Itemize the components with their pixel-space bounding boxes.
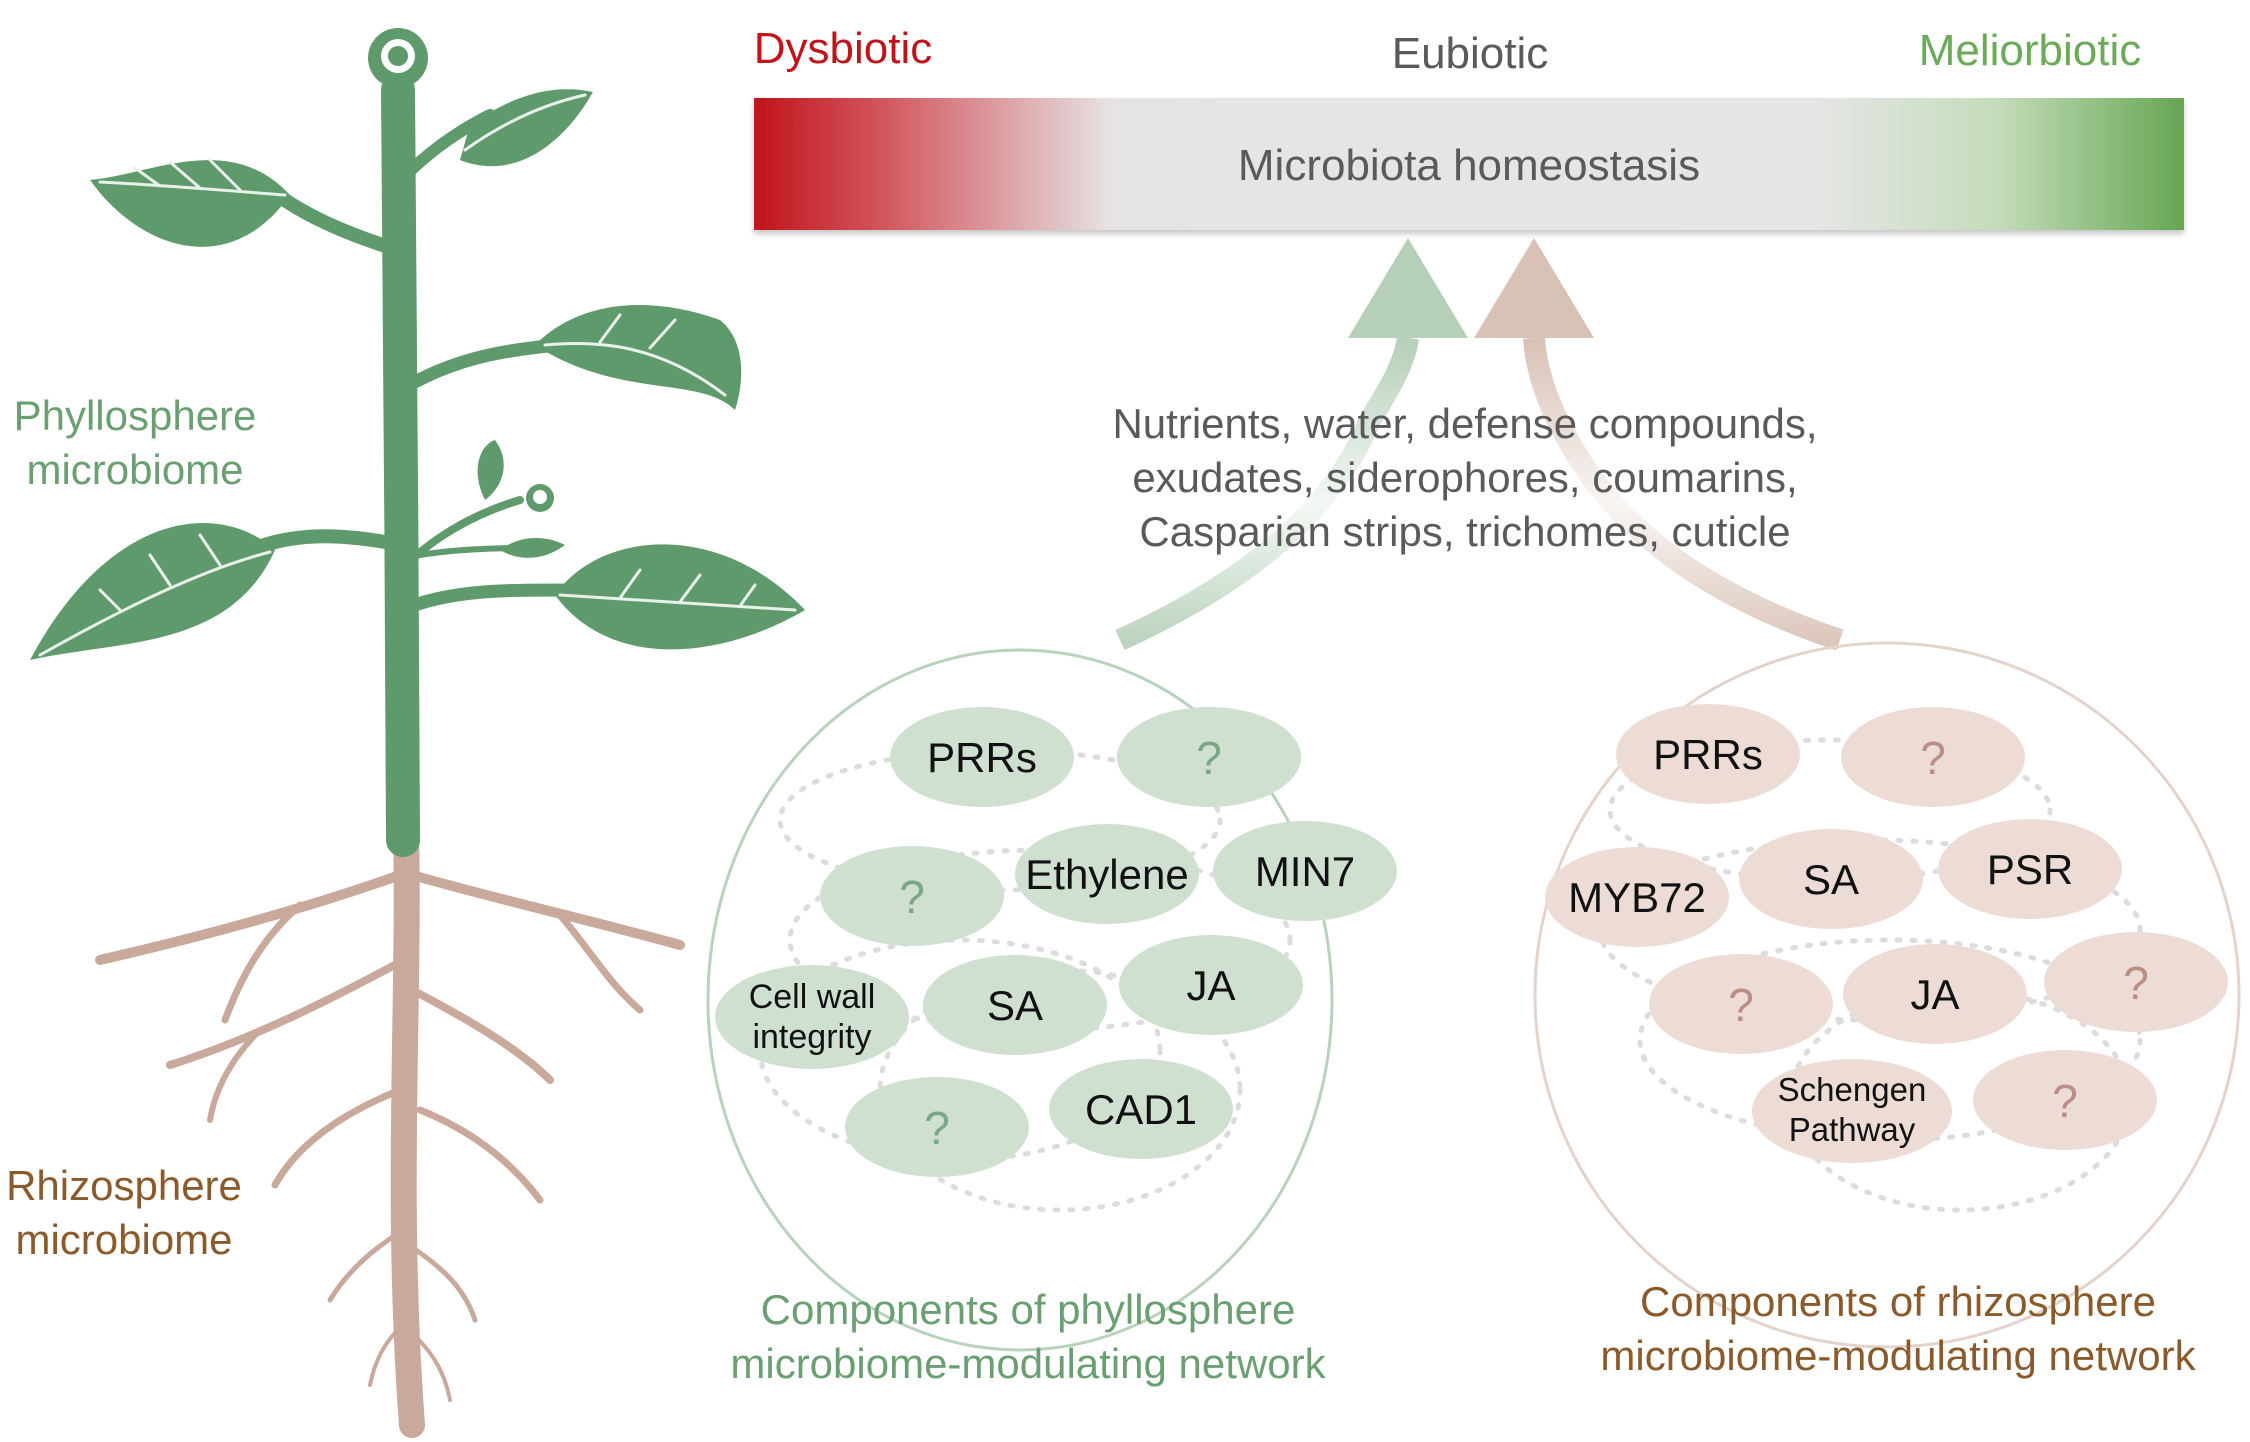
rhizo-label-myb72: MYB72 [1568,874,1706,921]
homeostasis-bar-label: Microbiota homeostasis [1238,141,1700,190]
phyllosphere-label-line1: Phyllosphere [14,392,257,439]
rhizo-node-ja [1843,944,2027,1044]
plant-bud-icon [368,23,428,88]
phyllo-node-ethylene [1015,824,1199,924]
phyllosphere-network: PRRs ? ? Ethylene MIN7 Cell wall integri… [706,648,1397,1352]
rhizo-label-prrs: PRRs [1653,731,1763,778]
rhizosphere-network: PRRs ? MYB72 SA PSR ? JA ? Schengen Path… [1533,641,2241,1349]
rhizo-label-schengen-line2: Pathway [1789,1111,1916,1148]
rhizo-node-q4 [1973,1050,2157,1150]
leaf-upper-left [90,160,290,247]
phyllo-node-cellwall [715,965,909,1069]
rhizo-label-q2: ? [1728,979,1754,1031]
factors-line2: exudates, siderophores, coumarins, [1132,454,1797,501]
plant-leaves [30,89,805,660]
rhizo-label-q4: ? [2052,1075,2078,1127]
rhizo-label-q3: ? [2123,957,2149,1009]
rhizosphere-caption-line1: Components of rhizosphere [1640,1278,2156,1325]
meliorbiotic-label: Meliorbiotic [1919,26,2142,75]
phyllo-label-min7: MIN7 [1255,848,1355,895]
phyllosphere-arrow [1115,238,1468,651]
phyllosphere-label-line2: microbiome [26,446,243,493]
leaf-lower-right [555,544,805,650]
leaf-top-right [460,89,593,167]
plant-stem [243,73,577,857]
rhizo-node-q3 [2044,932,2228,1032]
rhizosphere-network-boundary [1533,641,2241,1349]
eubiotic-label: Eubiotic [1392,29,1549,78]
phyllo-node-cad1 [1049,1059,1233,1159]
rhizo-label-schengen-line1: Schengen [1778,1071,1927,1108]
phyllo-label-cellwall-line1: Cell wall [749,978,876,1016]
rhizosphere-nodes [1545,704,2228,1163]
phyllo-label-cad1: CAD1 [1085,1086,1197,1133]
dysbiotic-label: Dysbiotic [754,24,933,73]
factors-line3: Casparian strips, trichomes, cuticle [1139,508,1790,555]
phyllo-label-sa: SA [987,982,1043,1029]
rhizo-label-sa: SA [1803,856,1859,903]
phyllo-node-sa [923,955,1107,1055]
rhizo-label-psr: PSR [1987,846,2073,893]
phyllosphere-caption-line1: Components of phyllosphere [761,1286,1296,1333]
phyllo-label-q1: ? [1196,732,1222,784]
leaf-middle-right [535,305,742,410]
rhizo-node-psr [1938,819,2122,919]
rhizo-node-schengen [1752,1059,1952,1163]
rhizo-node-prrs [1616,704,1800,804]
rhizosphere-label-line1: Rhizosphere [6,1162,242,1209]
phyllo-label-ja: JA [1186,962,1235,1009]
rhizosphere-node-labels: PRRs ? MYB72 SA PSR ? JA ? Schengen Path… [1568,731,2149,1148]
homeostasis-bar [754,98,2184,230]
phyllosphere-network-boundary [706,648,1334,1352]
phyllo-node-min7 [1213,821,1397,921]
phyllosphere-caption-line2: microbiome-modulating network [730,1340,1326,1387]
rhizo-node-myb72 [1545,847,1729,947]
rhizo-node-q1 [1841,707,2025,807]
rhizo-node-sa [1739,829,1923,929]
phyllo-node-prrs [890,707,1074,807]
phyllo-label-q2: ? [899,871,925,923]
rhizo-label-ja: JA [1910,971,1959,1018]
leaf-small-bud [477,440,504,500]
factors-line1: Nutrients, water, defense compounds, [1112,400,1817,447]
plant-roots [95,817,685,1438]
plant-leaf-veins [38,93,797,657]
phyllo-node-q2 [820,846,1004,946]
rhizo-node-q2 [1649,954,1833,1054]
rhizosphere-arrow [1474,238,1844,651]
phyllo-node-q1 [1117,707,1301,807]
phyllo-node-q3 [845,1077,1029,1177]
rhizosphere-label-line2: microbiome [15,1216,232,1263]
phyllo-label-prrs: PRRs [927,734,1037,781]
rhizo-label-q1: ? [1920,732,1946,784]
phyllo-label-cellwall-line2: integrity [752,1018,871,1056]
plant-small-bud-icon [526,484,554,512]
phyllo-node-ja [1119,935,1303,1035]
phyllo-label-q3: ? [924,1102,950,1154]
phyllosphere-nodes [715,707,1397,1177]
rhizosphere-caption-line2: microbiome-modulating network [1600,1332,2196,1379]
phyllo-label-ethylene: Ethylene [1025,851,1188,898]
plant-illustration [30,23,805,1438]
leaf-small-right [500,538,565,558]
phyllosphere-node-labels: PRRs ? ? Ethylene MIN7 Cell wall integri… [749,732,1355,1154]
